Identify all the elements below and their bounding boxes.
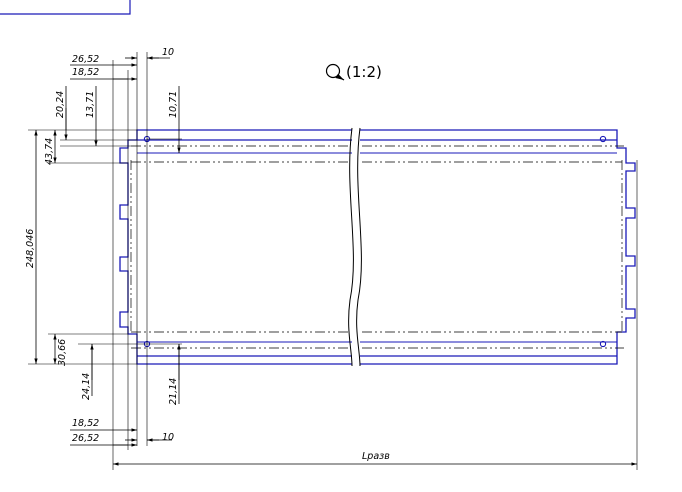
dim-height-248: 248,046 [25,229,36,268]
left-outline [119,129,352,365]
dim-bottom-10: 10 [162,432,174,443]
extension-lines [28,52,638,470]
rotation-icon [325,63,341,79]
dim-top-18-52: 18,52 [72,67,99,78]
dimension-texts: 26,52 18,52 10 20,24 13,71 10,71 43,74 2… [25,47,390,462]
dim-bottom-18-52: 18,52 [72,418,99,429]
center-lines [130,145,624,349]
dim-left-43-74: 43,74 [44,138,55,165]
dim-bottom-26-52: 26,52 [72,433,99,444]
hole-bottom-right [599,340,607,348]
dim-left-13-71: 13,71 [85,91,96,118]
dimension-lines [34,56,637,466]
title-frame [0,0,131,15]
dim-top-10: 10 [162,47,174,58]
dim-bottom-24-14: 24,14 [81,373,92,400]
break-lines [348,127,362,367]
view-scale-label: (1:2) [346,63,382,81]
view-symbol: (1:2) [325,63,382,81]
part-outline [119,129,636,365]
dim-left-30-66: 30,66 [57,339,68,366]
right-outline [360,129,636,365]
dim-mid-10-71: 10,71 [168,91,179,118]
dim-mid-21-14: 21,14 [168,378,179,405]
dim-top-26-52: 26,52 [72,54,99,65]
hole-top-right [599,135,607,143]
dim-length: Lразв [362,451,390,462]
dim-left-20-24: 20,24 [55,91,66,118]
